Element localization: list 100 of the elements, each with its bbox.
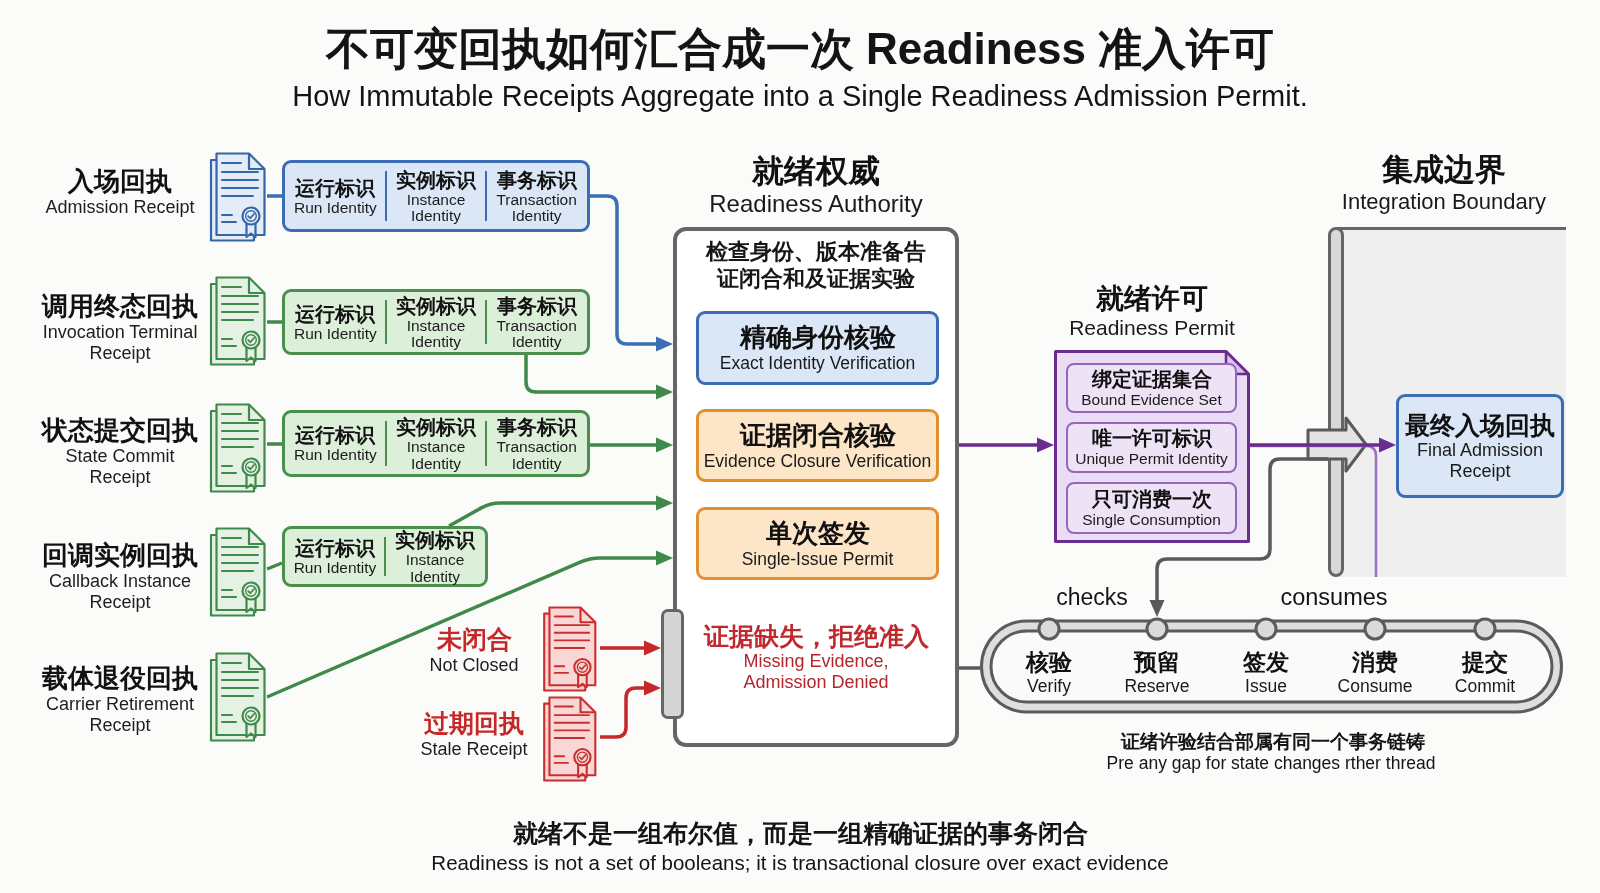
receipt-title: 状态提交回执 <box>41 414 199 446</box>
receipt-subtitle: Admission Receipt <box>44 197 196 218</box>
arrow <box>600 640 661 656</box>
warning-title: 证据缺失，拒绝准入 <box>703 621 929 651</box>
receipt-subtitle: State Commit Receipt <box>64 446 176 488</box>
document-icon <box>209 652 267 742</box>
field-subtitle: Unique Permit Identity <box>1074 450 1229 468</box>
process-box <box>696 409 939 482</box>
document-icon <box>209 527 267 617</box>
identity-subtitle: Instance Identity <box>406 317 466 351</box>
section-subtitle: Integration Boundary <box>1341 188 1547 216</box>
permit-field <box>1066 422 1237 473</box>
receipt-title: 载体退役回执 <box>41 662 199 694</box>
identity-subtitle: Instance Identity <box>405 552 465 585</box>
receipt-box <box>1396 394 1564 498</box>
caption: Readiness is not a set of booleans; it is transactional closure over exact evidence <box>431 849 1169 875</box>
box-title: 证据闭合核验 <box>739 419 896 451</box>
document-icon <box>209 276 267 366</box>
station-subtitle: Consume <box>1337 675 1413 697</box>
connector-line <box>267 320 282 324</box>
identity-subtitle: Run Identity <box>293 199 378 217</box>
field-subtitle: Bound Evidence Set <box>1080 390 1223 409</box>
identity-title: 实例标识 <box>394 528 476 552</box>
field-title: 只可消费一次 <box>1091 487 1212 511</box>
arrow <box>524 355 673 400</box>
field-subtitle: Single Consumption <box>1081 510 1222 529</box>
station-subtitle: Issue <box>1244 675 1288 697</box>
note: Pre any gap for state changes rther thread <box>1106 752 1436 774</box>
connector-line <box>267 194 282 198</box>
identity-title: 实例标识 <box>395 293 477 318</box>
receipt-subtitle: Not Closed <box>428 655 520 676</box>
identity-subtitle: Instance Identity <box>406 439 466 472</box>
station-subtitle: Commit <box>1454 675 1516 697</box>
arrow <box>1250 437 1396 453</box>
identity-title: 事务标识 <box>496 415 578 439</box>
note: 证绪许验结合部属有同一个事务链铸 <box>1121 729 1425 753</box>
identity-title: 实例标识 <box>395 415 477 439</box>
identity-title: 运行标识 <box>294 536 376 561</box>
section-subtitle: Readiness Authority <box>708 189 924 219</box>
section-title: 集成边界 <box>1381 152 1507 188</box>
process-box <box>696 507 939 580</box>
identity-strip <box>282 526 488 587</box>
station-title: 提交 <box>1461 649 1509 675</box>
identity-title: 运行标识 <box>294 175 376 200</box>
receipt-title: 调用终态回执 <box>41 290 199 322</box>
identity-subtitle: Transaction Identity <box>495 317 578 351</box>
station-subtitle: Verify <box>1026 675 1072 697</box>
receipt-title: 过期回执 <box>423 709 525 739</box>
receipt-subtitle: Callback Instance Receipt <box>48 571 192 613</box>
connector-line <box>266 561 283 571</box>
process-box <box>696 311 939 385</box>
document-icon <box>209 403 267 493</box>
box-subtitle: Exact Identity Verification <box>719 353 916 374</box>
receipt-title: 未闭合 <box>436 625 512 655</box>
slot-bar <box>661 609 684 719</box>
panel-note: 检查身份、版本准备告证闭合和及证据实验 <box>705 238 927 292</box>
identity-subtitle: Run Identity <box>293 325 378 343</box>
box-subtitle: Final Admission Receipt <box>1416 440 1544 482</box>
annotation: checks <box>1056 583 1128 611</box>
box-subtitle: Evidence Closure Verification <box>703 450 932 472</box>
permit-field <box>1066 363 1237 413</box>
identity-strip <box>282 160 590 232</box>
field-title: 唯一许可标识 <box>1091 427 1212 450</box>
permit-field <box>1066 482 1237 534</box>
box-title: 最终入场回执 <box>1404 410 1556 440</box>
station-title: 签发 <box>1242 649 1290 675</box>
receipt-subtitle: Stale Receipt <box>419 739 529 760</box>
station-title: 核验 <box>1025 649 1073 675</box>
station-subtitle: Reserve <box>1123 675 1191 697</box>
arrow <box>1149 457 1328 617</box>
identity-subtitle: Transaction Identity <box>495 191 578 225</box>
arrow <box>266 550 673 699</box>
box-subtitle: Single-Issue Permit <box>741 548 894 570</box>
station-title: 预留 <box>1133 649 1181 675</box>
connector-line <box>959 666 980 670</box>
receipt-title: 入场回执 <box>67 165 173 197</box>
subtitle: How Immutable Receipts Aggregate into a Single Readiness Admission Permit. <box>292 79 1308 113</box>
field-title: 绑定证据集合 <box>1091 367 1212 391</box>
box-title: 单次签发 <box>765 517 870 549</box>
connector-line <box>267 442 282 446</box>
identity-title: 运行标识 <box>294 423 376 448</box>
caption: 就绪不是一组布尔值，而是一组精确证据的事务闭合 <box>512 818 1088 848</box>
identity-subtitle: Run Identity <box>293 560 377 577</box>
identity-strip <box>282 410 590 477</box>
identity-title: 运行标识 <box>294 301 376 326</box>
identity-title: 事务标识 <box>496 167 578 192</box>
identity-subtitle: Instance Identity <box>406 191 466 225</box>
arrow <box>448 495 673 528</box>
warning-subtitle: Missing Evidence, Admission Denied <box>742 651 890 693</box>
receipt-subtitle: Carrier Retirement Receipt <box>45 694 195 736</box>
identity-title: 实例标识 <box>395 167 477 192</box>
receipt-title: 回调实例回执 <box>41 539 199 571</box>
title: 不可变回执如何汇合成一次 Readiness 准入许可 <box>325 23 1275 75</box>
document-icon <box>209 152 267 242</box>
arrow <box>959 437 1054 453</box>
identity-subtitle: Run Identity <box>293 447 378 464</box>
arrow <box>590 437 673 453</box>
section-subtitle: Readiness Permit <box>1068 315 1236 340</box>
identity-strip <box>282 289 590 355</box>
annotation: consumes <box>1280 583 1388 611</box>
